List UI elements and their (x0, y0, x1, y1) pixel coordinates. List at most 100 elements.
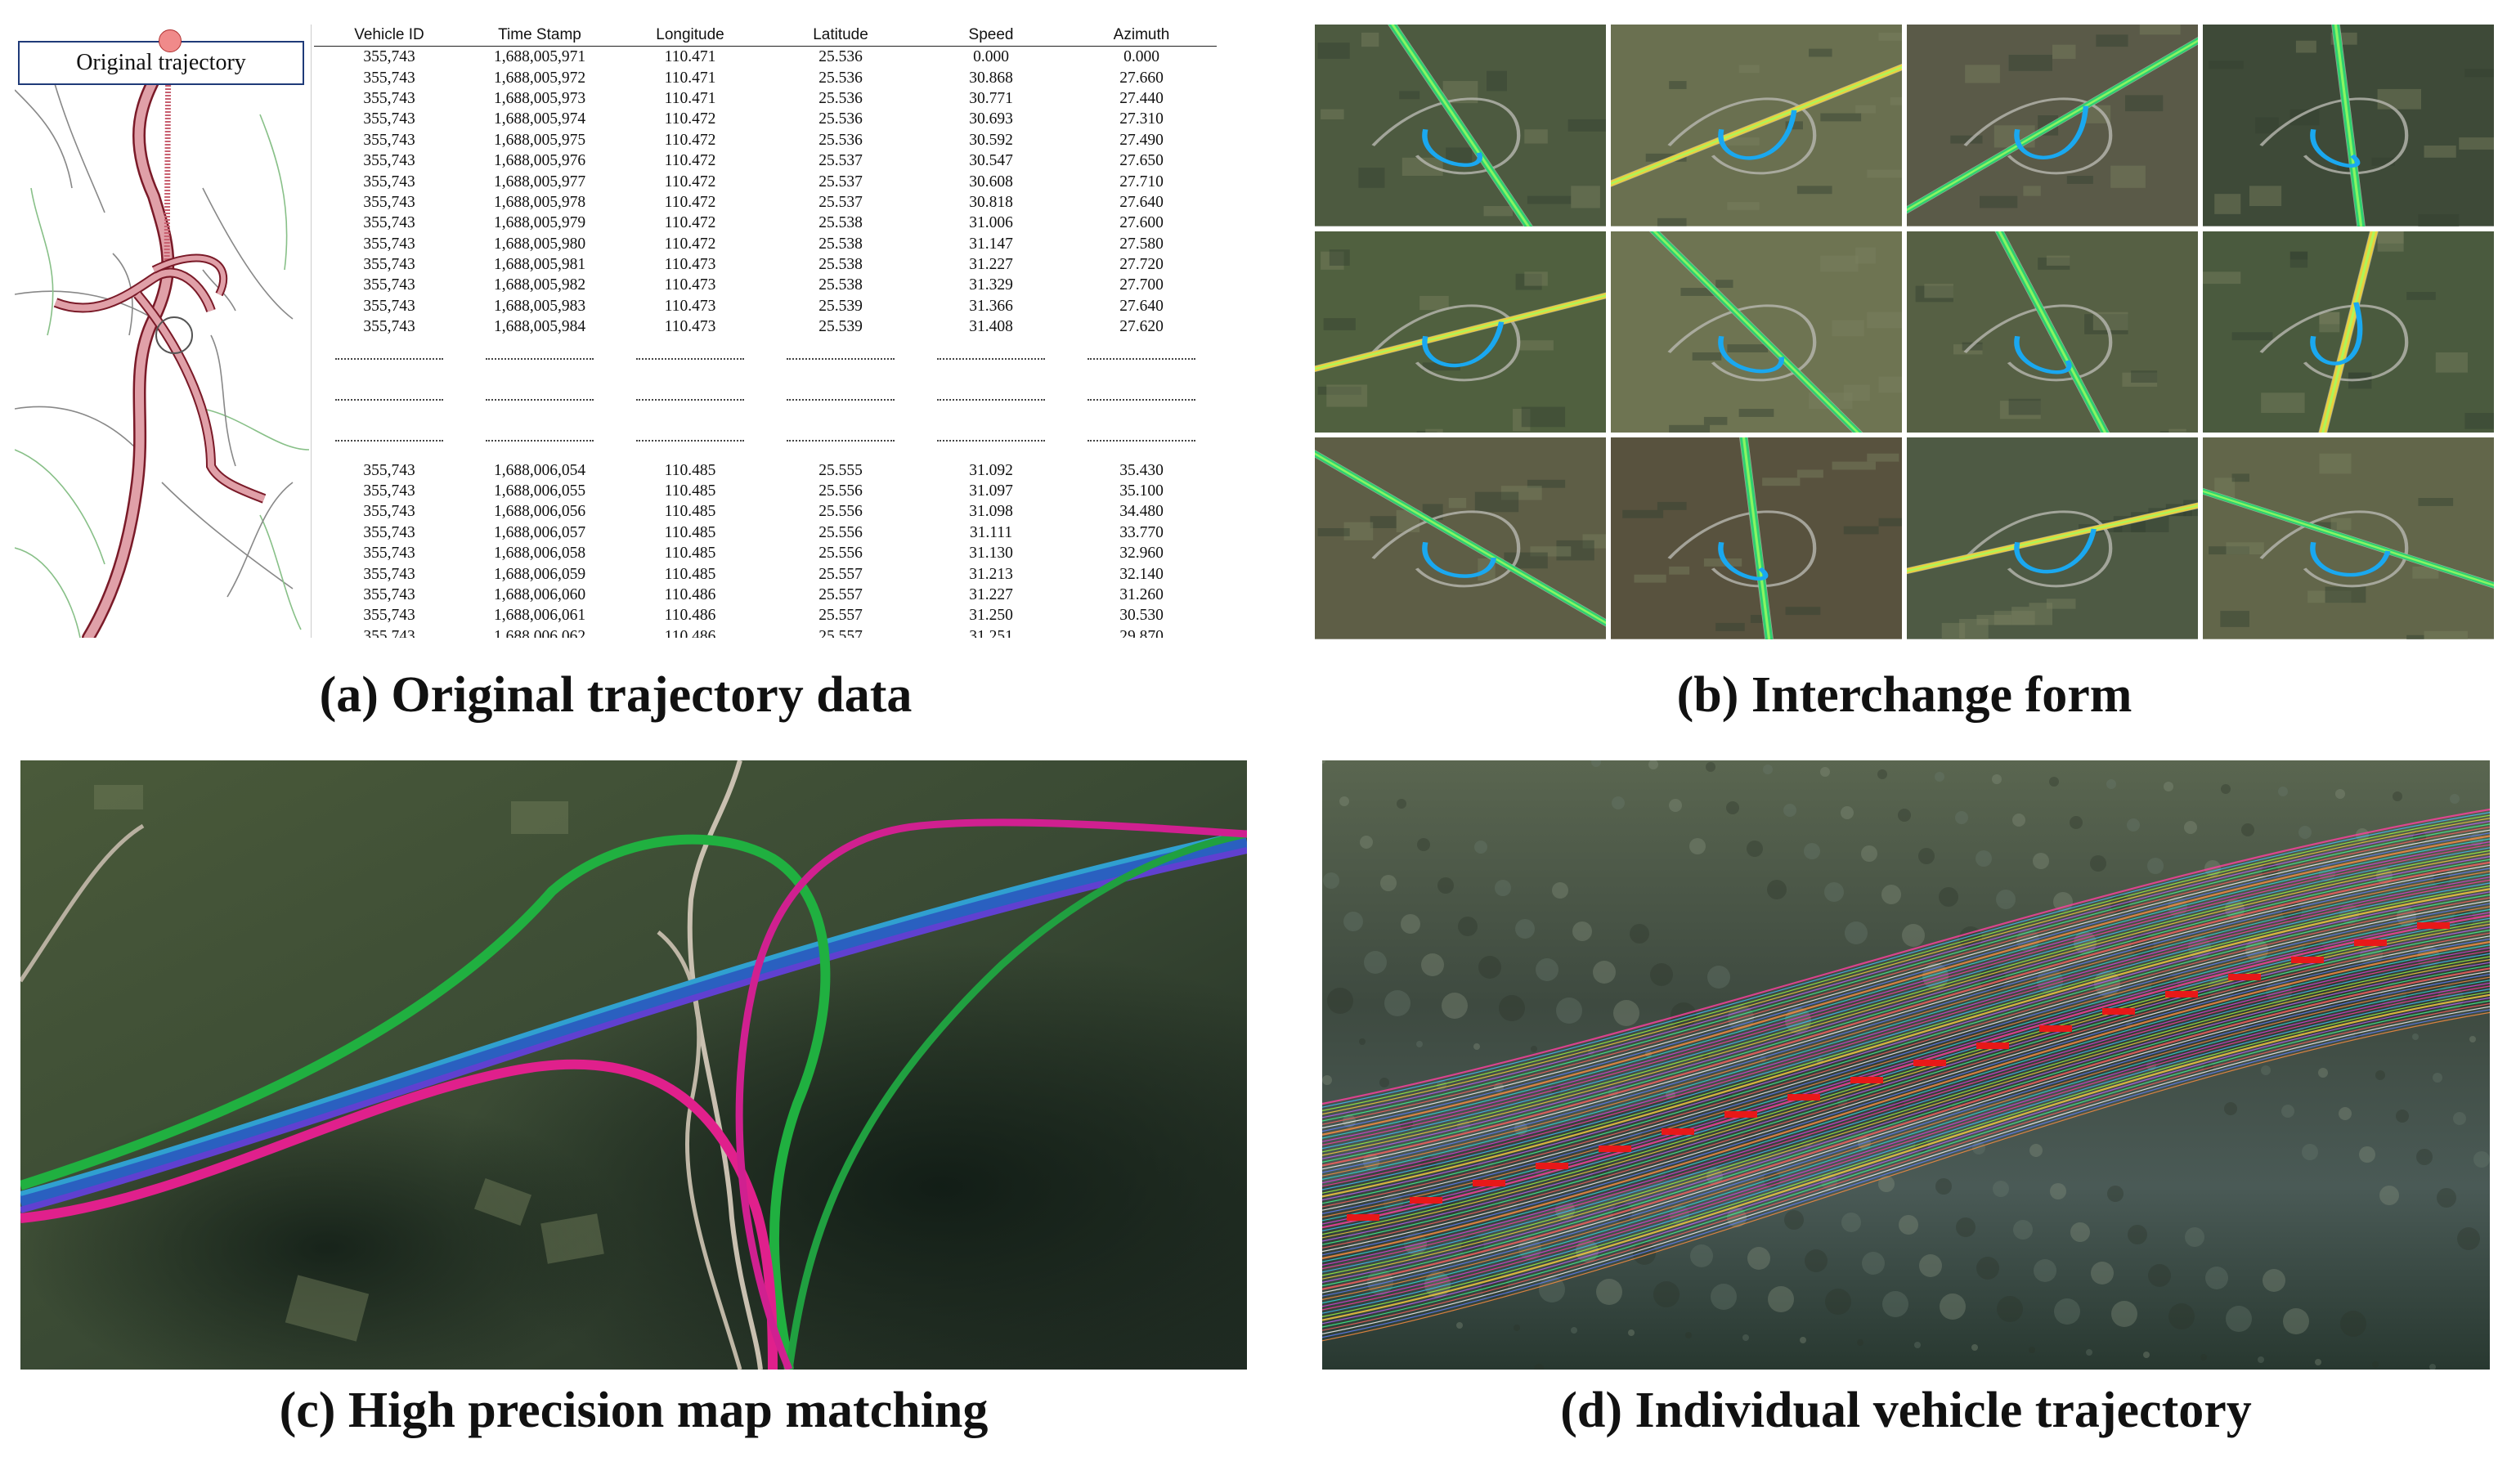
table-cell: 31.097 (969, 482, 1013, 500)
table-cell: 31.408 (969, 318, 1013, 336)
table-cell: 31.006 (969, 214, 1013, 232)
vehicle-position-markers (1347, 922, 2450, 1221)
table-cell: 1,688,006,058 (493, 545, 586, 563)
table-cell: 355,743 (363, 131, 415, 149)
table-cell: 1,688,005,977 (493, 173, 586, 191)
table-cell: 110.485 (664, 565, 716, 583)
table-cell: 30.771 (969, 89, 1013, 107)
table-cell: 1,688,005,982 (493, 276, 586, 294)
table-cell: 25.556 (818, 482, 863, 500)
table-cell: 27.440 (1119, 89, 1164, 107)
table-cell: 31.147 (969, 235, 1013, 253)
interchange-tile (1907, 231, 2198, 433)
table-cell: 25.557 (818, 565, 863, 583)
table-cell: 25.538 (818, 235, 863, 253)
table-cell: 25.537 (818, 173, 863, 191)
table-cell: 30.547 (969, 152, 1013, 170)
table-cell: 31.092 (969, 461, 1013, 479)
table-cell: 31.260 (1119, 586, 1164, 603)
table-cell: 110.486 (664, 607, 716, 625)
table-cell: 25.536 (818, 89, 863, 107)
table-cell: 1,688,005,978 (493, 193, 586, 211)
table-cell: 25.556 (818, 545, 863, 563)
table-cell: 25.538 (818, 276, 863, 294)
table-cell: 110.485 (664, 545, 716, 563)
interchange-tile (2203, 437, 2494, 639)
panel-interchange-form (1315, 25, 2494, 639)
table-cell: 110.485 (664, 523, 716, 541)
table-cell: 31.227 (969, 586, 1013, 603)
table-cell: 1,688,005,973 (493, 89, 586, 107)
interchange-tile (1315, 25, 1606, 226)
trajectory-map: Original trajectory (15, 25, 312, 638)
table-cell: 31.213 (969, 565, 1013, 583)
table-cell: 1,688,005,979 (493, 214, 586, 232)
table-cell: 355,743 (363, 235, 415, 253)
table-header-row: Vehicle ID Time Stamp Longitude Latitude… (314, 25, 1217, 47)
table-cell: 110.472 (664, 131, 716, 149)
ellipsis-row (314, 419, 1217, 460)
table-row: 355,743 1,688,006,058 110.485 25.556 31.130 3… (314, 543, 1217, 563)
table-cell: 110.473 (664, 276, 716, 294)
legend-marker (159, 29, 182, 52)
table-cell: 25.555 (818, 461, 863, 479)
interchange-tile (1315, 231, 1606, 433)
table-cell: 355,743 (363, 545, 415, 563)
table-cell: 32.960 (1119, 545, 1164, 563)
background-roads (15, 56, 310, 638)
table-cell: 27.490 (1119, 131, 1164, 149)
table-cell: 1,688,006,056 (493, 503, 586, 521)
table-cell: 0.000 (1123, 48, 1159, 66)
table-cell: 25.538 (818, 214, 863, 232)
table-cell: 25.556 (818, 523, 863, 541)
table-cell: 1,688,006,060 (493, 586, 586, 603)
table-cell: 35.430 (1119, 461, 1164, 479)
caption-c: (c) High precision map matching (279, 1383, 989, 1438)
table-cell: 27.660 (1119, 69, 1164, 87)
table-cell: 27.620 (1119, 318, 1164, 336)
table-cell: 110.473 (664, 297, 716, 315)
column-header: Azimuth (1066, 25, 1217, 47)
table-cell: 1,688,006,062 (493, 627, 586, 638)
table-cell: 355,743 (363, 318, 415, 336)
legend-label: Original trajectory (76, 50, 246, 75)
table-cell: 110.472 (664, 193, 716, 211)
table-cell: 1,688,005,975 (493, 131, 586, 149)
table-cell: 355,743 (363, 565, 415, 583)
table-cell: 27.580 (1119, 235, 1164, 253)
table-cell: 355,743 (363, 297, 415, 315)
panel-individual-trajectory (1322, 760, 2490, 1370)
table-cell: 30.693 (969, 110, 1013, 128)
table-cell: 355,743 (363, 461, 415, 479)
table-cell: 1,688,005,976 (493, 152, 586, 170)
column-header: Longitude (615, 25, 765, 47)
table-cell: 110.472 (664, 110, 716, 128)
magenta-ramp-trajectories (20, 818, 1247, 1370)
table-cell: 29.870 (1119, 627, 1164, 638)
table-cell: 1,688,005,971 (493, 48, 586, 66)
table-cell: 27.710 (1119, 173, 1164, 191)
column-header: Latitude (765, 25, 916, 47)
table-cell: 31.130 (969, 545, 1013, 563)
table-cell: 110.471 (664, 89, 716, 107)
table-cell: 25.539 (818, 318, 863, 336)
trajectory-data-table: Vehicle ID Time Stamp Longitude Latitude… (314, 25, 1217, 638)
table-cell: 25.536 (818, 48, 863, 66)
table-cell: 1,688,005,972 (493, 69, 586, 87)
table-cell: 33.770 (1119, 523, 1164, 541)
table-cell: 1,688,006,057 (493, 523, 586, 541)
table-cell: 355,743 (363, 214, 415, 232)
table-cell: 355,743 (363, 69, 415, 87)
table-cell: 32.140 (1119, 565, 1164, 583)
